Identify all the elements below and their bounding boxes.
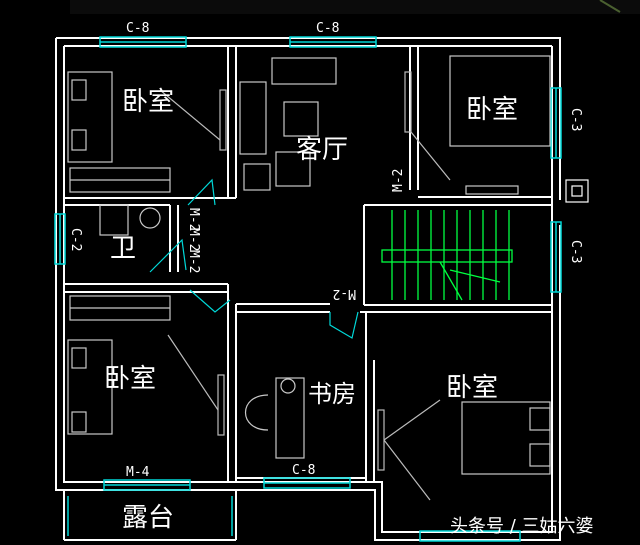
window-tag-bottom-left: M-4 [126,465,150,480]
windows [54,36,562,542]
top-strip [70,0,640,14]
door-tag-bath-a: M-2 [186,208,201,231]
doors [149,71,451,501]
room-label-bedroom-se: 卧室 [446,373,498,403]
room-label-bedroom-ne: 卧室 [466,95,518,125]
room-label-bedroom-nw: 卧室 [122,87,174,117]
door-tag-hall: M-2 [333,286,356,301]
room-label-balcony: 露台 [122,503,174,533]
door-tag-living-right: M-2 [391,169,406,192]
watermark: 头条号 / 三姑六婆 [450,516,594,537]
outer-walls [55,37,561,541]
window-tag-bottom-study: C-8 [292,463,315,478]
window-tag-top-middle: C-8 [316,21,339,36]
window-tag-right-upper: C-3 [568,108,583,131]
room-label-bathroom: 卫 [110,234,136,264]
room-label-living: 客厅 [296,135,348,165]
door-tag-bath-c: M-2 [186,250,201,273]
room-label-bedroom-sw: 卧室 [104,364,156,394]
staircase [381,210,513,301]
window-tag-left-bath: C-2 [68,228,83,251]
window-tag-right-lower: C-3 [568,240,583,263]
furniture [67,55,589,475]
top-strip-edge [599,0,621,13]
room-label-study: 书房 [308,380,356,408]
window-tag-top-left: C-8 [126,21,149,36]
door-tag-bath-b: M-2 [186,228,201,251]
